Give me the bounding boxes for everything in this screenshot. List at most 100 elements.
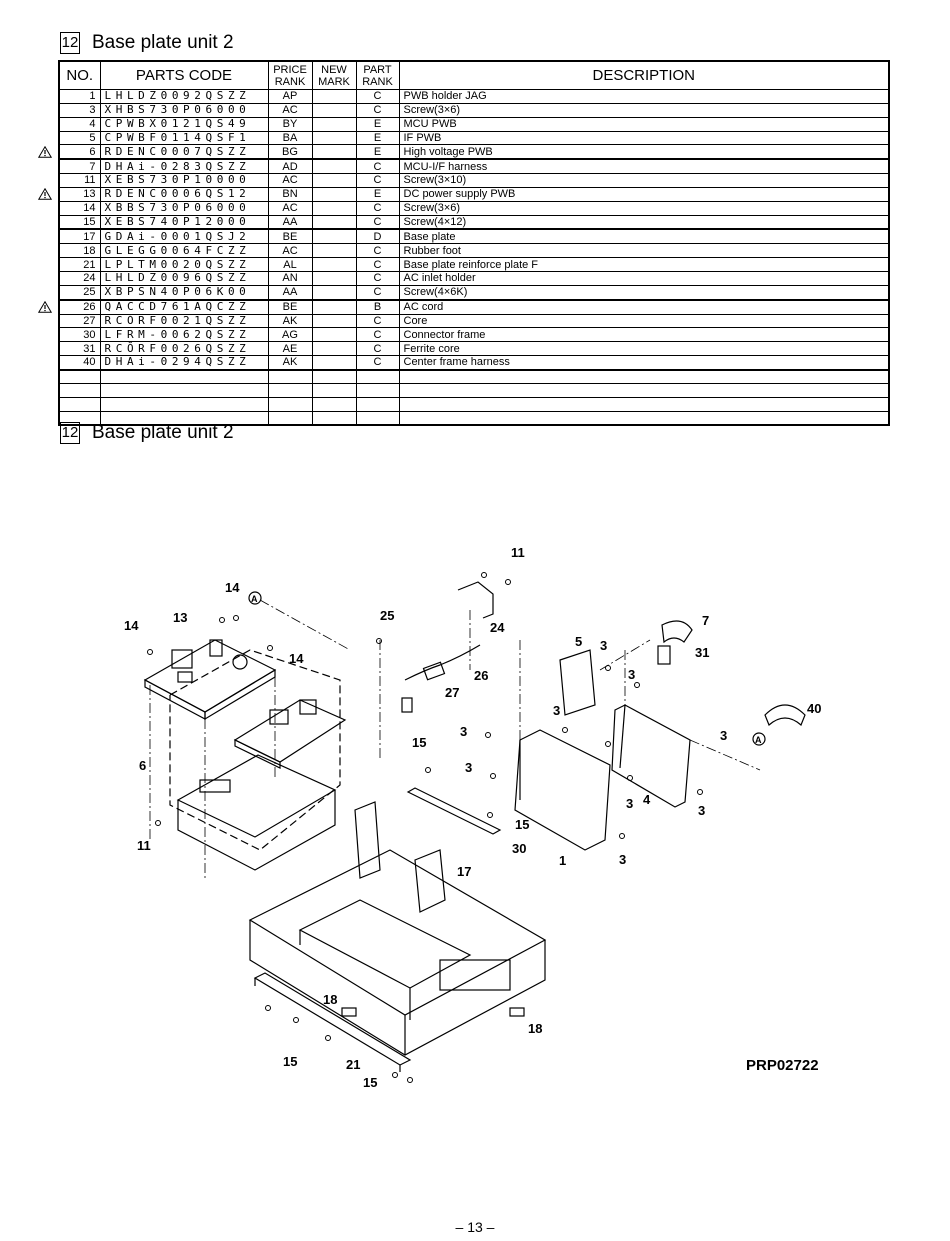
callout-21: 21 [346, 1057, 360, 1072]
cell-part-rank: E [355, 186, 400, 202]
reference-marker-a: A [755, 735, 762, 745]
ac-cord-drawing [404, 644, 481, 681]
callout-11: 11 [511, 545, 525, 560]
callout-13: 13 [173, 610, 187, 625]
cell-new-mark [311, 200, 357, 216]
callout-3: 3 [698, 803, 705, 818]
ac-inlet-holder-drawing [457, 581, 494, 619]
cell-part-rank: C [355, 214, 400, 230]
cell-new-mark [311, 270, 357, 286]
empty-row [58, 397, 890, 412]
cell-description: Core [398, 313, 890, 328]
cell-price-rank: AD [267, 158, 313, 174]
cell-no: 24 [58, 270, 101, 286]
cell-new-mark [311, 228, 357, 244]
reference-marker-a: A [251, 594, 258, 604]
exploded-parts-diagram: 1333333333456711111314141415151515171818… [124, 545, 821, 1090]
callout-15: 15 [283, 1054, 297, 1069]
cell-no: 17 [58, 228, 101, 244]
cell-no: 30 [58, 327, 101, 342]
cell-new-mark [311, 298, 357, 314]
header-no: NO. [58, 60, 101, 90]
cell-description: Screw(4×12) [398, 214, 890, 230]
reinforce-plate-drawing [253, 972, 412, 1072]
callout-18: 18 [323, 992, 337, 1007]
cell-description: AC inlet holder [398, 270, 890, 286]
section-title-diagram: 12 Base plate unit 2 [60, 422, 234, 444]
callout-7: 7 [702, 613, 709, 628]
callout-14: 14 [225, 580, 240, 595]
header-parts-code: PARTS CODE [99, 60, 269, 90]
cell-part-rank: C [355, 243, 400, 258]
cell-no: 27 [58, 313, 101, 328]
callout-5: 5 [575, 634, 582, 649]
cell-part-rank: C [355, 158, 400, 174]
callout-31: 31 [695, 645, 709, 660]
cell-part-rank: E [355, 116, 400, 132]
cell-description: Screw(3×10) [398, 173, 890, 188]
pwb-holder-drawing [514, 729, 611, 851]
cell-parts-code: DHAi-0283QSZZ [99, 158, 269, 174]
cell-parts-code: RDENC0006QS12 [99, 186, 269, 202]
callout-30: 30 [512, 841, 526, 856]
callout-18: 18 [528, 1021, 542, 1036]
cell-part-rank: C [355, 313, 400, 328]
cell-parts-code: QACCD761AQCZZ [99, 298, 269, 314]
cell-description: Connector frame [398, 327, 890, 342]
cell-no: 21 [58, 257, 101, 272]
cell-price-rank: AN [267, 270, 313, 286]
cell-price-rank: AC [267, 102, 313, 118]
section-number: 12 [60, 32, 80, 54]
cell-new-mark [311, 284, 357, 300]
cell-no: 18 [58, 243, 101, 258]
cell-price-rank: AA [267, 214, 313, 230]
cell-no: 25 [58, 284, 101, 300]
cell-part-rank: C [355, 341, 400, 356]
cell-parts-code: GLEGG0064FCZZ [99, 243, 269, 258]
header-description: DESCRIPTION [398, 60, 890, 90]
section-title-text: Base plate unit 2 [92, 422, 234, 443]
callout-3: 3 [626, 796, 633, 811]
cell-part-rank: C [355, 257, 400, 272]
base-plate-drawing [248, 801, 547, 1056]
cell-price-rank: BG [267, 144, 313, 160]
cell-parts-code: CPWBF0114QSF1 [99, 130, 269, 145]
cell-description: Center frame harness [398, 355, 890, 370]
cell-description: Ferrite core [398, 341, 890, 356]
callout-3: 3 [460, 724, 467, 739]
cell-new-mark [311, 102, 357, 118]
cell-part-rank: C [355, 173, 400, 188]
section-title-top: 12 Base plate unit 2 [60, 32, 234, 54]
cell-new-mark [311, 243, 357, 258]
cell-parts-code: GDAi-0001QSJ2 [99, 228, 269, 244]
cell-part-rank: B [355, 298, 400, 314]
cell-parts-code: LFRM-0062QSZZ [99, 327, 269, 342]
cell-description: Base plate reinforce plate F [398, 257, 890, 272]
cell-price-rank: AC [267, 173, 313, 188]
callout-15: 15 [515, 817, 529, 832]
rubber-foot-drawing [341, 1007, 357, 1017]
cell-new-mark [311, 257, 357, 272]
cell-description: MCU PWB [398, 116, 890, 132]
cell-price-rank: BE [267, 228, 313, 244]
cell-new-mark [311, 173, 357, 188]
cell-part-rank: C [355, 355, 400, 370]
cell-new-mark [311, 313, 357, 328]
cell-parts-code: LHLDZ0092QSZZ [99, 89, 269, 104]
callout-3: 3 [619, 852, 626, 867]
